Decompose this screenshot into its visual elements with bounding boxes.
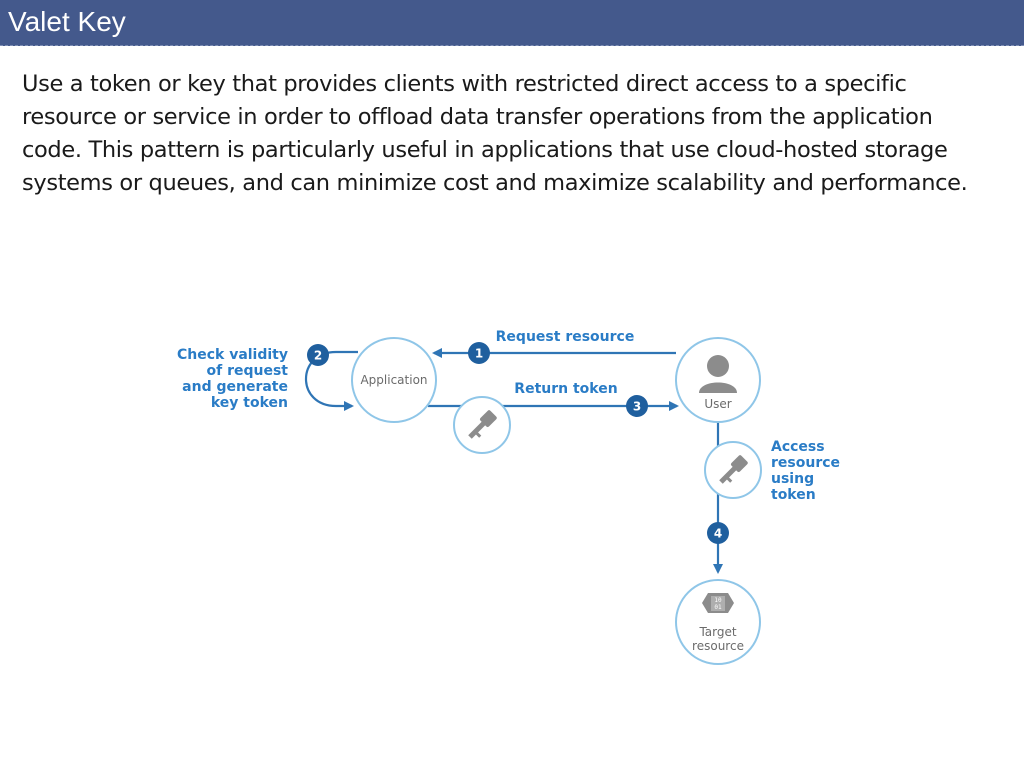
application-label: Application xyxy=(360,373,427,387)
validate-loop-arrow xyxy=(304,350,358,411)
target-label-line2: resource xyxy=(692,639,744,653)
svg-text:of request: of request xyxy=(207,363,289,379)
step-2-badge: 2 xyxy=(307,344,329,366)
token-key-node xyxy=(453,396,511,454)
step-3-badge: 3 xyxy=(626,395,648,417)
key-icon xyxy=(468,410,497,439)
svg-text:key token: key token xyxy=(211,395,288,411)
target-resource-node: 10 01 Target resource xyxy=(675,579,761,665)
storage-glyph-line2: 01 xyxy=(714,604,722,611)
step-1-badge: 1 xyxy=(468,342,490,364)
svg-text:using: using xyxy=(771,471,814,487)
key-icon xyxy=(719,455,748,484)
svg-text:3: 3 xyxy=(633,400,641,414)
svg-text:4: 4 xyxy=(714,527,722,541)
user-node: User xyxy=(675,337,761,423)
slide-description: Use a token or key that provides clients… xyxy=(22,71,968,196)
slide-title: Valet Key xyxy=(8,6,126,37)
user-icon xyxy=(699,355,737,393)
title-bar: Valet Key xyxy=(0,0,1024,46)
target-label-line1: Target xyxy=(698,625,736,639)
svg-text:1: 1 xyxy=(475,347,483,361)
storage-glyph-line1: 10 xyxy=(714,597,722,604)
svg-text:token: token xyxy=(771,487,816,503)
check-validity-label: Check validity of request and generate k… xyxy=(177,347,288,411)
svg-text:Access: Access xyxy=(771,439,825,455)
access-resource-label: Access resource using token xyxy=(771,439,840,503)
access-key-node xyxy=(704,441,762,499)
svg-text:and generate: and generate xyxy=(182,379,288,395)
storage-icon: 10 01 xyxy=(702,593,734,613)
return-token-label: Return token xyxy=(514,381,617,397)
request-resource-label: Request resource xyxy=(496,329,635,345)
user-label: User xyxy=(704,397,731,411)
svg-text:2: 2 xyxy=(314,349,322,363)
application-node: Application xyxy=(351,337,437,423)
step-4-badge: 4 xyxy=(707,522,729,544)
svg-text:Check validity: Check validity xyxy=(177,347,288,363)
svg-text:resource: resource xyxy=(771,455,840,471)
